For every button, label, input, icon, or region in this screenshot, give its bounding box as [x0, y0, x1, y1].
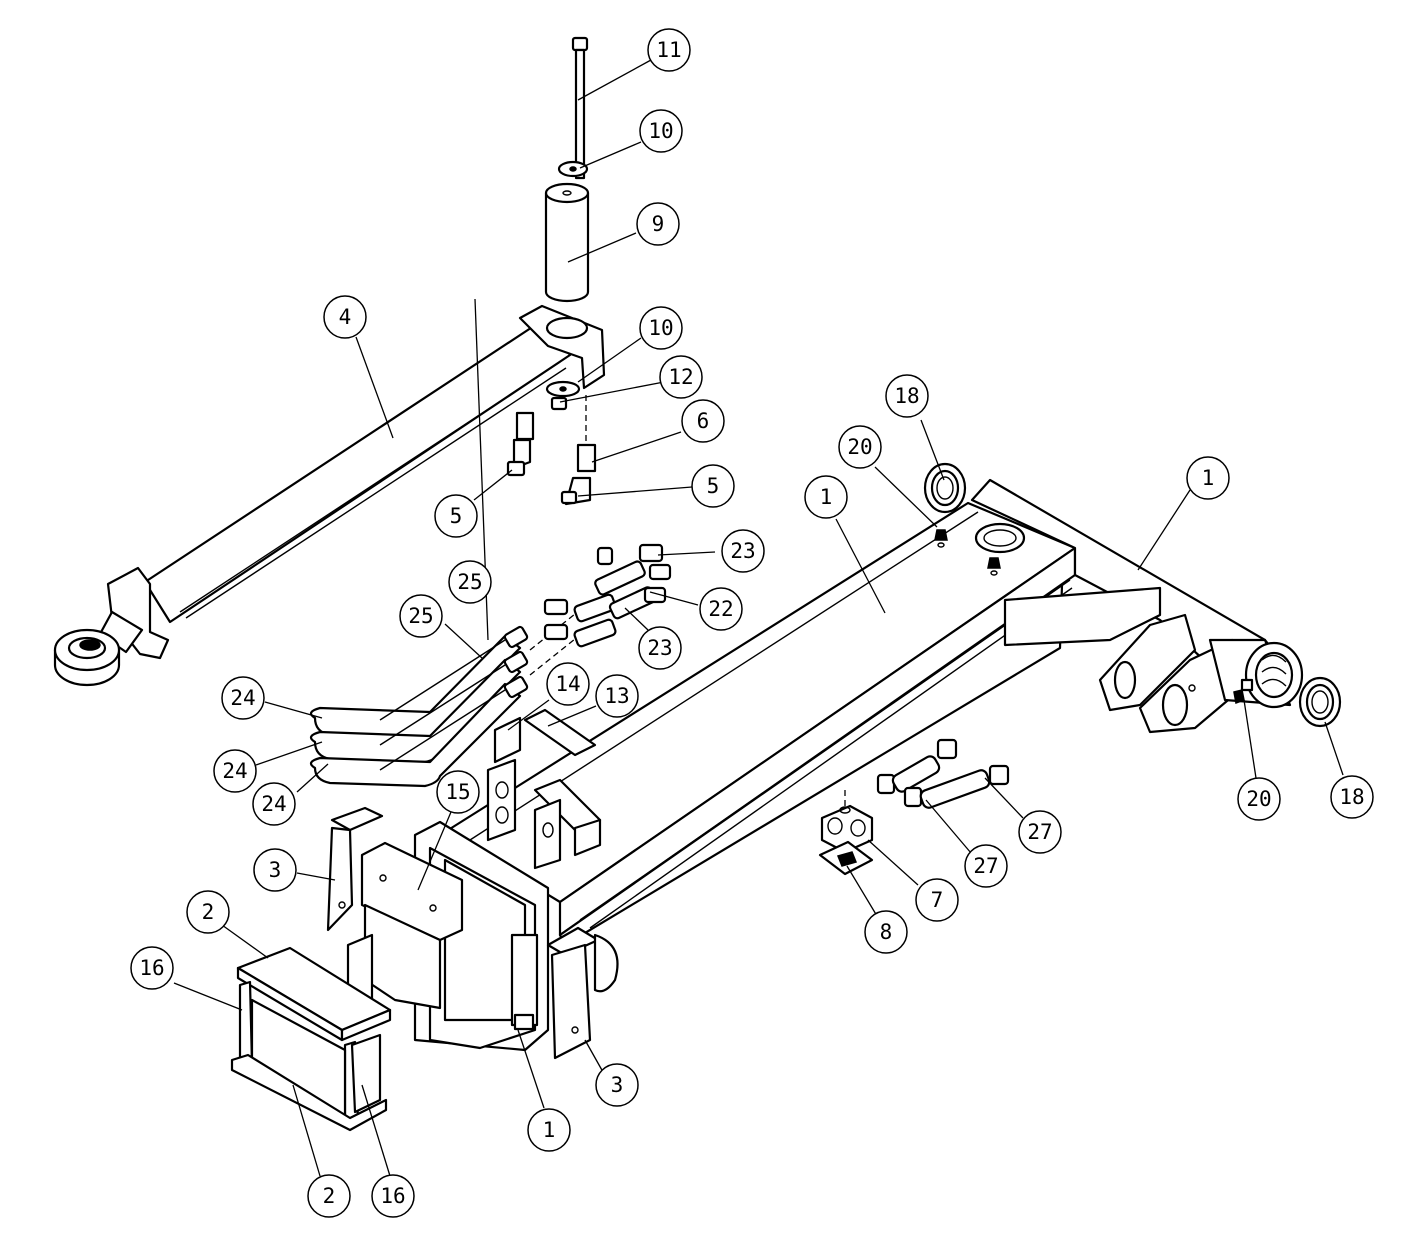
- pin-part: [544, 182, 590, 303]
- svg-text:2: 2: [323, 1184, 336, 1208]
- svg-text:24: 24: [222, 759, 247, 783]
- svg-text:18: 18: [1339, 785, 1364, 809]
- svg-text:1: 1: [820, 485, 833, 509]
- callout-1-boom: 1: [804, 475, 848, 519]
- callout-27-upper: 27: [1018, 810, 1062, 854]
- callout-4: 4: [323, 295, 367, 339]
- bushing-right: [1298, 676, 1342, 728]
- fitting-left: [506, 411, 535, 477]
- svg-text:27: 27: [973, 854, 998, 878]
- svg-text:24: 24: [230, 686, 255, 710]
- svg-text:10: 10: [648, 316, 673, 340]
- wear-plate-right: [546, 926, 619, 1060]
- svg-text:2: 2: [202, 900, 215, 924]
- cable-clamp-part: [818, 790, 874, 876]
- callout-7: 7: [915, 878, 959, 922]
- callout-11: 11: [647, 28, 691, 72]
- callout-9: 9: [636, 202, 680, 246]
- callout-2-bottom: 2: [307, 1174, 351, 1218]
- hose-fitting-27-upper: [876, 738, 958, 795]
- svg-text:16: 16: [139, 956, 164, 980]
- callout-23-top: 23: [721, 529, 765, 573]
- svg-text:16: 16: [380, 1184, 405, 1208]
- callout-8: 8: [864, 910, 908, 954]
- svg-text:3: 3: [611, 1073, 624, 1097]
- svg-text:1: 1: [1202, 466, 1215, 490]
- callout-10-top: 10: [639, 109, 683, 153]
- bolt-part: [571, 36, 589, 180]
- callout-1-bottom: 1: [527, 1108, 571, 1152]
- callout-18-right: 18: [1330, 775, 1374, 819]
- fitting-right: [560, 443, 597, 506]
- callout-24-bottom: 24: [252, 782, 296, 826]
- callout-3-left: 3: [253, 848, 297, 892]
- callout-12: 12: [659, 355, 703, 399]
- callout-25-upper: 25: [448, 560, 492, 604]
- leader-lines: [173, 59, 1344, 1177]
- svg-text:25: 25: [457, 570, 482, 594]
- callout-13: 13: [595, 674, 639, 718]
- svg-text:9: 9: [652, 212, 665, 236]
- lower-washer-part: [545, 380, 581, 398]
- svg-text:5: 5: [450, 504, 463, 528]
- svg-text:6: 6: [697, 409, 710, 433]
- svg-text:11: 11: [656, 38, 681, 62]
- svg-text:24: 24: [261, 792, 286, 816]
- callout-27-lower: 27: [964, 844, 1008, 888]
- svg-text:10: 10: [648, 119, 673, 143]
- callout-24-top: 24: [221, 676, 265, 720]
- svg-text:22: 22: [708, 597, 733, 621]
- nut-part: [550, 396, 568, 411]
- clamp-block-14: [486, 716, 522, 842]
- svg-text:25: 25: [408, 604, 433, 628]
- svg-text:18: 18: [894, 384, 919, 408]
- callout-22: 22: [699, 587, 743, 631]
- callout-15: 15: [436, 770, 480, 814]
- hydraulic-cylinder-part: [53, 304, 606, 687]
- washer-part: [557, 160, 589, 178]
- svg-text:20: 20: [847, 435, 872, 459]
- svg-text:23: 23: [730, 539, 755, 563]
- callout-2-top: 2: [186, 890, 230, 934]
- svg-text:5: 5: [707, 474, 720, 498]
- callout-24-middle: 24: [213, 749, 257, 793]
- callout-25-lower: 25: [399, 594, 443, 638]
- callout-1-right: 1: [1186, 456, 1230, 500]
- callout-16-left: 16: [130, 946, 174, 990]
- callout-20-top: 20: [838, 425, 882, 469]
- cylinder-rod-eye: [53, 628, 121, 687]
- bushing-top: [923, 462, 967, 514]
- svg-text:12: 12: [668, 365, 693, 389]
- svg-text:20: 20: [1246, 787, 1271, 811]
- callout-23-lower: 23: [638, 626, 682, 670]
- hose-fitting-27-lower: [903, 764, 1010, 809]
- base-housing-part: [230, 946, 392, 1132]
- callout-5-left: 5: [434, 494, 478, 538]
- callout-6: 6: [681, 399, 725, 443]
- wear-plate-left: [326, 806, 384, 932]
- svg-text:4: 4: [339, 305, 352, 329]
- grease-fitting-top: [934, 529, 1001, 576]
- svg-text:15: 15: [445, 780, 470, 804]
- svg-text:7: 7: [931, 888, 944, 912]
- hose-assembly: [309, 609, 581, 788]
- svg-text:13: 13: [604, 684, 629, 708]
- boom-pivot-yoke-part: [970, 478, 1304, 734]
- svg-text:1: 1: [543, 1118, 556, 1142]
- callout-20-right: 20: [1237, 777, 1281, 821]
- callout-10-lower: 10: [639, 306, 683, 350]
- callout-16-bottom: 16: [371, 1174, 415, 1218]
- callout-5-right: 5: [691, 464, 735, 508]
- callout-3-right: 3: [595, 1063, 639, 1107]
- svg-text:8: 8: [880, 920, 893, 944]
- hose-fittings: [543, 543, 672, 648]
- svg-text:27: 27: [1027, 820, 1052, 844]
- svg-text:3: 3: [269, 858, 282, 882]
- callout-18-top: 18: [885, 374, 929, 418]
- callout-14: 14: [546, 662, 590, 706]
- svg-text:23: 23: [647, 636, 672, 660]
- svg-text:14: 14: [555, 672, 580, 696]
- clamp-block-13: [523, 708, 602, 870]
